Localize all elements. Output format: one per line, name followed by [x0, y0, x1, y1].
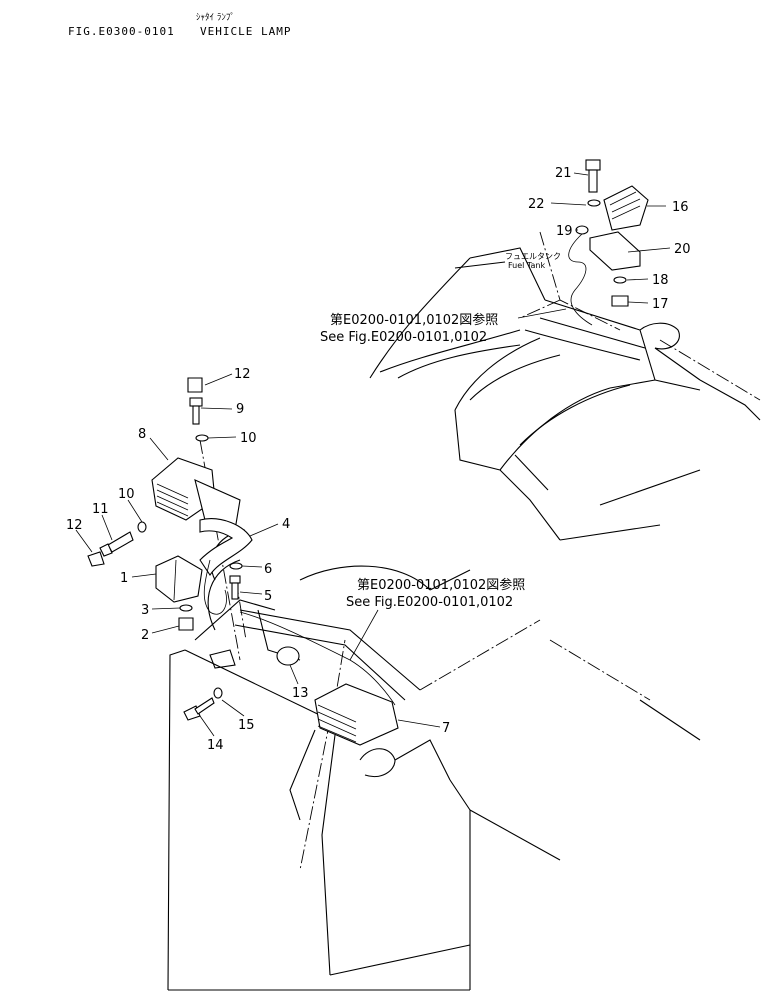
callout-18: 18	[652, 273, 669, 288]
washer-3	[179, 604, 193, 612]
part-13	[276, 646, 300, 666]
callout-5: 5	[264, 589, 272, 604]
callout-9: 9	[236, 402, 244, 417]
header-kana-title: ｼｬﾀｲ ﾗﾝﾌﾟ	[196, 13, 235, 23]
wire-harness-lower	[203, 559, 227, 615]
callout-20: 20	[674, 242, 691, 257]
figure-title: VEHICLE LAMP	[200, 25, 292, 38]
washer-10-top	[195, 434, 209, 442]
reference-upper-jp: 第E0200-0101,0102図参照	[330, 312, 498, 328]
washer-6	[229, 562, 243, 570]
bolt-9	[189, 397, 203, 425]
callout-10-top: 10	[240, 431, 257, 446]
reference-lower-en: See Fig.E0200-0101,0102	[346, 595, 513, 610]
fuel-tank-label-jp: フュエルタンク	[505, 252, 561, 261]
callout-17: 17	[652, 297, 669, 312]
callout-8: 8	[138, 427, 146, 442]
callout-7: 7	[442, 721, 450, 736]
bolt-21	[585, 159, 601, 193]
lamp-1	[155, 555, 203, 603]
callout-14: 14	[207, 738, 224, 753]
callout-12-top: 12	[234, 367, 251, 382]
wire-harness-roof	[239, 611, 396, 706]
callout-16: 16	[672, 200, 689, 215]
washer-10-side	[137, 521, 147, 533]
washer-15	[213, 687, 223, 699]
callout-6: 6	[264, 562, 272, 577]
bolt-14	[183, 697, 215, 721]
lamp-7	[314, 683, 399, 746]
lower-body-outline	[167, 439, 701, 991]
callout-12-left: 12	[66, 518, 83, 533]
bracket-4	[199, 518, 253, 576]
washer-18	[613, 276, 627, 284]
reference-lower-jp: 第E0200-0101,0102図参照	[357, 577, 525, 593]
callout-1: 1	[120, 571, 128, 586]
bolt-11	[99, 531, 134, 557]
callout-3: 3	[141, 603, 149, 618]
wire-harness-upper	[568, 233, 593, 326]
plug-12-top	[187, 377, 203, 393]
nut-12-left	[87, 551, 105, 567]
callout-2: 2	[141, 628, 149, 643]
callout-15: 15	[238, 718, 255, 733]
callout-10-side: 10	[118, 487, 135, 502]
reference-upper-en: See Fig.E0200-0101,0102	[320, 330, 487, 345]
callout-11: 11	[92, 502, 109, 517]
upper-body-outline	[369, 231, 761, 541]
nut-2	[178, 617, 194, 631]
bolt-5	[229, 575, 241, 600]
fuel-tank-label-en: Fuel Tank	[508, 261, 545, 270]
callout-22: 22	[528, 197, 545, 212]
bracket-20	[589, 231, 641, 271]
callout-13: 13	[292, 686, 309, 701]
nut-17	[611, 295, 629, 307]
callout-21: 21	[555, 166, 572, 181]
figure-code: FIG.E0300-0101	[68, 25, 175, 38]
washer-22	[587, 199, 601, 207]
lamp-8	[151, 457, 241, 531]
lamp-16	[603, 185, 649, 231]
callout-4: 4	[282, 517, 290, 532]
callout-19: 19	[556, 224, 573, 239]
